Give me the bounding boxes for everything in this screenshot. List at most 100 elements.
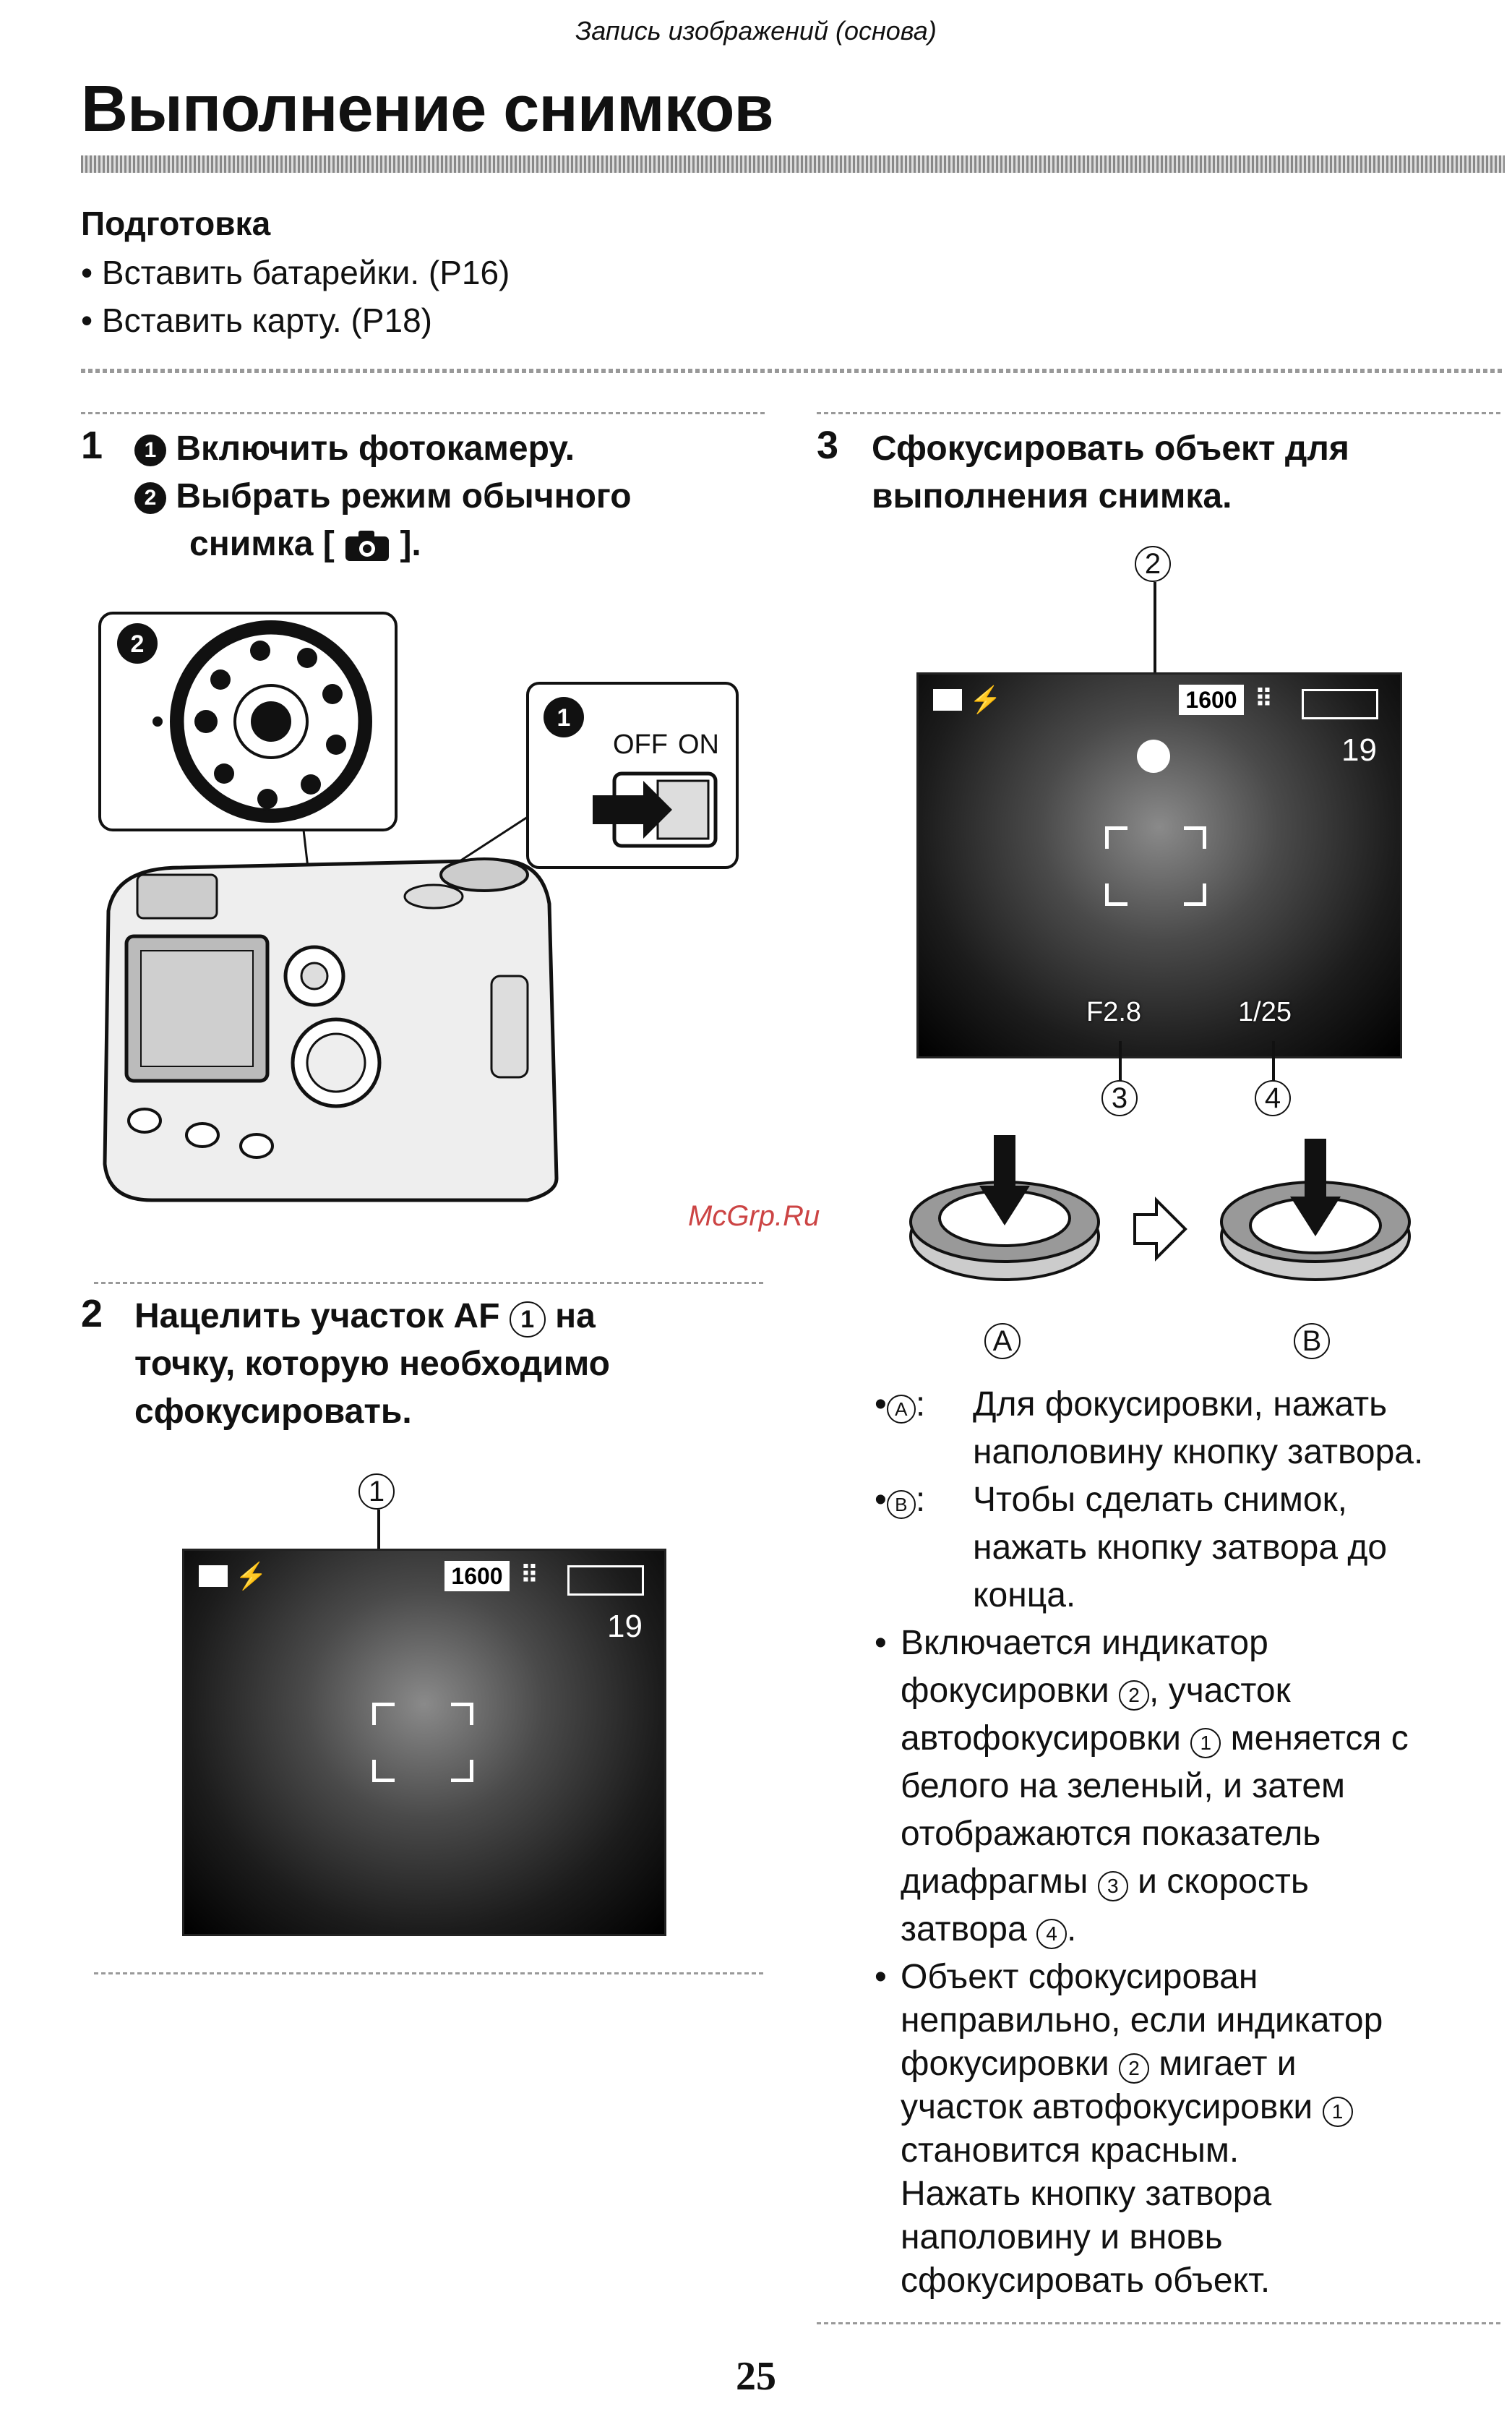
para2-bullet: • — [875, 1958, 887, 1996]
step2-text-1: Нацелить участок AF — [134, 1297, 500, 1335]
step2-line3: сфокусировать. — [134, 1392, 412, 1431]
camera-mode-icon — [199, 1565, 228, 1587]
step-number: 1 — [81, 424, 103, 467]
step-number: 2 — [81, 1292, 103, 1335]
section-divider — [81, 369, 1505, 373]
column-divider — [94, 1282, 766, 1284]
af-area — [1105, 826, 1206, 906]
shutter-value: 1/25 — [1238, 997, 1292, 1027]
column-divider — [81, 412, 768, 414]
callout-line — [1154, 582, 1156, 748]
battery-icon — [1302, 689, 1378, 719]
para2-line: становится красным. — [901, 2131, 1240, 2170]
callout-line — [1272, 1041, 1275, 1084]
step1-text-1: Включить фотокамеру. — [176, 429, 575, 468]
frames-remaining: 19 — [1341, 732, 1377, 768]
step1-text-2: Выбрать режим обычного — [176, 477, 632, 515]
step1-line2: 2 Выбрать режим обычного — [134, 473, 632, 521]
marker-4: 4 — [1036, 1919, 1068, 1949]
para1-line: фокусировки 2, участок — [901, 1672, 1291, 1711]
callout-line — [1119, 1041, 1122, 1084]
af-area-marker: 1 — [509, 1301, 546, 1338]
para2-line: Нажать кнопку затвора — [901, 2175, 1272, 2213]
preparation-item: • Вставить батарейки. (P16) — [81, 254, 510, 291]
page-number: 25 — [736, 2354, 776, 2399]
step2-line2: точку, которую необходимо — [134, 1345, 610, 1383]
para2-line: фокусировки 2 мигает и — [901, 2045, 1297, 2084]
marker-2: 2 — [1119, 1680, 1150, 1711]
para1-line: отображаются показатель — [901, 1815, 1321, 1853]
preparation-title: Подготовка — [81, 205, 271, 242]
step3-line1: Сфокусировать объект для — [872, 429, 1349, 468]
para2-line: сфокусировать объект. — [901, 2261, 1271, 2300]
bullet-b-line: конца. — [973, 1576, 1076, 1614]
step2-text-1b: на — [555, 1297, 596, 1335]
focus-indicator-callout: 2 — [1135, 546, 1171, 582]
title-rule — [81, 155, 1505, 173]
af-area — [372, 1703, 473, 1782]
step1-text-3a: снимка [ — [189, 525, 335, 563]
preparation-item: • Вставить карту. (P18) — [81, 301, 432, 339]
para2-line: наполовину и вновь — [901, 2218, 1223, 2256]
battery-icon — [567, 1565, 644, 1596]
aperture-callout: 3 — [1101, 1080, 1138, 1116]
step2-line1: Нацелить участок AF 1 на — [134, 1293, 596, 1340]
step3-line2: выполнения снимка. — [872, 477, 1232, 515]
frames-remaining: 19 — [607, 1609, 643, 1644]
label-a: A — [984, 1323, 1021, 1359]
label-b: B — [1294, 1323, 1330, 1359]
aperture-value: F2.8 — [1086, 997, 1142, 1027]
column-divider — [817, 412, 1503, 414]
flash-icon: ⚡ — [235, 1561, 267, 1591]
af-callout: 1 — [358, 1473, 395, 1510]
watermark: McGrp.Ru — [688, 1200, 820, 1232]
bullet-a-line: Для фокусировки, нажать — [973, 1385, 1388, 1424]
step-number: 3 — [817, 424, 839, 467]
switch-on-label: ON — [678, 729, 719, 760]
marker-a: A — [886, 1395, 916, 1424]
iso-indicator: 1600 — [1179, 685, 1244, 715]
bullet-b-line: Чтобы сделать снимок, — [973, 1481, 1347, 1519]
para1-line: автофокусировки 1 меняется с — [901, 1719, 1409, 1758]
camera-mode-icon — [933, 689, 962, 711]
para2-line: неправильно, если индикатор — [901, 2001, 1383, 2040]
para1-line: белого на зеленый, и затем — [901, 1767, 1346, 1805]
camera-icon — [345, 531, 390, 562]
bullet-a: •A: — [875, 1385, 926, 1424]
camera-illustration: 2 1 OFF ON — [98, 612, 739, 1202]
step1-line3: снимка [ ]. — [189, 521, 421, 568]
marker-1: 1 — [1190, 1728, 1221, 1758]
step1-badge-2: 2 — [134, 482, 166, 515]
bullet-a-line: наполовину кнопку затвора. — [973, 1433, 1424, 1471]
para1-line: затвора 4. — [901, 1910, 1077, 1949]
focus-indicator — [1137, 740, 1170, 773]
step1-badge-1: 1 — [134, 435, 166, 467]
callout-1: 1 — [557, 704, 571, 732]
shutter-button-illustration — [909, 1135, 1411, 1281]
quality-icon: ⠿ — [520, 1562, 538, 1589]
para1-line: диафрагмы 3 и скорость — [901, 1862, 1309, 1901]
column-divider — [94, 1972, 766, 1974]
para1-bullet: • — [875, 1624, 887, 1662]
callout-2: 2 — [131, 630, 145, 658]
marker-2: 2 — [1119, 2053, 1150, 2084]
flash-icon: ⚡ — [969, 685, 1002, 714]
page-title: Выполнение снимков — [81, 73, 774, 145]
lcd-preview: ⚡ 1600 ⠿ 19 — [182, 1549, 666, 1936]
para2-line: Объект сфокусирован — [901, 1958, 1258, 1996]
bullet-b: •B: — [875, 1481, 926, 1519]
marker-3: 3 — [1097, 1871, 1128, 1901]
switch-off-label: OFF — [613, 729, 668, 760]
step1-line1: 1 Включить фотокамеру. — [134, 425, 575, 473]
marker-b: B — [886, 1490, 916, 1519]
lcd-focused: ⚡ 1600 ⠿ 19 F2.8 1/25 — [916, 672, 1402, 1058]
marker-1: 1 — [1322, 2097, 1353, 2127]
para2-line: участок автофокусировки 1 — [901, 2084, 1353, 2131]
bullet-b-line: нажать кнопку затвора до — [973, 1528, 1388, 1567]
step1-text-3b: ]. — [400, 525, 421, 563]
quality-icon: ⠿ — [1255, 685, 1273, 713]
column-divider — [817, 2322, 1503, 2324]
iso-indicator: 1600 — [444, 1561, 510, 1591]
shutter-callout: 4 — [1255, 1080, 1291, 1116]
running-header: Запись изображений (основа) — [575, 16, 937, 46]
